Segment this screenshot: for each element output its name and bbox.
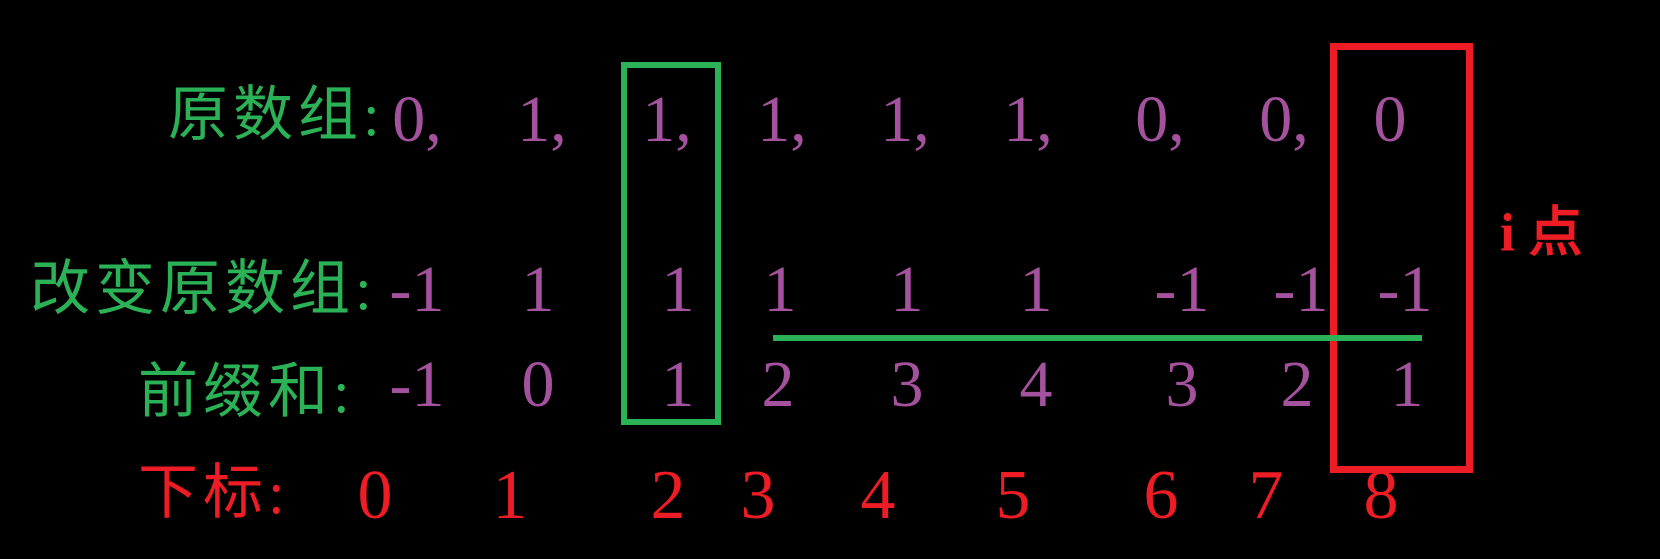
array-value-index-5: 5 [995, 457, 1031, 534]
array-value-prefix-sum-5: 4 [1019, 348, 1053, 421]
row-label-prefix-sum: 前缀和: [138, 359, 355, 425]
array-value-prefix-sum-6: 3 [1165, 348, 1199, 421]
array-value-prefix-sum-0: -1 [389, 348, 445, 421]
array-value-original-array-3: 1, [757, 83, 807, 156]
array-value-original-array-7: 0, [1259, 83, 1309, 156]
green-highlight-box [621, 62, 721, 425]
array-value-modified-array-1: 1 [521, 253, 555, 326]
array-value-modified-array-3: 1 [763, 253, 797, 326]
array-value-original-array-0: 0, [392, 83, 442, 156]
row-label-original-array: 原数组: [168, 82, 385, 148]
array-value-index-7: 7 [1248, 457, 1284, 534]
array-value-original-array-4: 1, [880, 83, 930, 156]
array-value-prefix-sum-4: 3 [890, 348, 924, 421]
array-value-index-0: 0 [357, 457, 393, 534]
array-value-modified-array-7: -1 [1273, 253, 1329, 326]
array-value-modified-array-8: -1 [1377, 253, 1433, 326]
array-value-prefix-sum-3: 2 [761, 348, 795, 421]
array-value-original-array-5: 1, [1003, 83, 1053, 156]
array-value-index-4: 4 [860, 457, 896, 534]
array-value-original-array-8: 0 [1373, 83, 1407, 156]
array-value-original-array-6: 0, [1135, 83, 1185, 156]
array-value-modified-array-6: -1 [1154, 253, 1210, 326]
array-value-index-6: 6 [1143, 457, 1179, 534]
array-value-modified-array-0: -1 [389, 253, 445, 326]
red-highlight-box [1330, 43, 1473, 473]
row-label-index: 下标: [138, 460, 290, 526]
array-value-modified-array-4: 1 [890, 253, 924, 326]
array-value-prefix-sum-2: 1 [661, 348, 695, 421]
array-value-prefix-sum-8: 1 [1390, 348, 1424, 421]
i-point-label: i 点 [1500, 202, 1583, 263]
array-value-index-3: 3 [740, 457, 776, 534]
array-value-original-array-2: 1, [642, 83, 692, 156]
array-value-original-array-1: 1, [517, 83, 567, 156]
array-value-index-2: 2 [650, 457, 686, 534]
row-label-modified-array: 改变原数组: [30, 256, 377, 322]
green-underline [773, 335, 1422, 341]
array-value-index-1: 1 [492, 457, 528, 534]
array-value-modified-array-5: 1 [1019, 253, 1053, 326]
array-value-index-8: 8 [1363, 457, 1399, 534]
array-value-modified-array-2: 1 [661, 253, 695, 326]
array-value-prefix-sum-1: 0 [521, 348, 555, 421]
array-value-prefix-sum-7: 2 [1280, 348, 1314, 421]
